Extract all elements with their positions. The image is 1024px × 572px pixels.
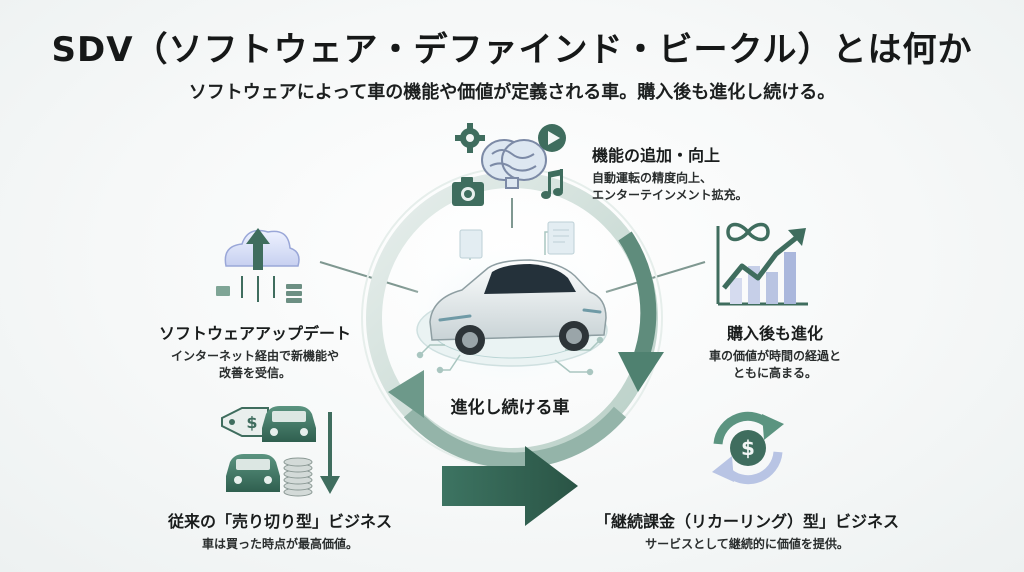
model-old-heading: 従来の「売り切り型」ビジネス: [167, 512, 392, 531]
car-icon-upper: [262, 406, 316, 442]
music-icon: [541, 169, 563, 199]
model-new-desc: サービスとして継続的に価値を提供。: [645, 537, 849, 551]
model-new-heading: 「継続課金（リカーリング）型」ビジネス: [594, 512, 899, 531]
feature-left-heading: ソフトウェアアップデート: [158, 324, 351, 343]
page-subtitle: ソフトウェアによって車の機能や価値が定義される車。購入後も進化し続ける。: [188, 82, 836, 103]
svg-text:$: $: [246, 413, 257, 432]
hologram-panels: [459, 221, 575, 259]
feature-left-desc: インターネット経由で新機能や 改善を受信。: [150, 348, 360, 382]
feature-right: 購入後も進化 車の価値が時間の経過と ともに高まる。: [680, 320, 870, 382]
feature-top-line-2: エンターテインメント拡充。: [592, 188, 748, 202]
feature-right-line-1: 車の価値が時間の経過と: [708, 349, 841, 363]
svg-text:$: $: [741, 436, 755, 460]
feature-right-heading: 購入後も進化: [726, 324, 823, 343]
growth-chart-icon: [716, 226, 808, 306]
feature-top-line-1: 自動運転の精度向上、: [592, 171, 713, 185]
feature-top: 機能の追加・向上 自動運転の精度向上、 エンターテインメント拡充。: [592, 142, 748, 204]
arrow-right-icon: [442, 446, 578, 526]
model-new: 「継続課金（リカーリング）型」ビジネス サービスとして継続的に価値を提供。: [592, 508, 902, 553]
brain-icon: [481, 139, 547, 189]
feature-top-heading: 機能の追加・向上: [592, 146, 721, 165]
price-tag-icon: $: [221, 407, 269, 437]
car-icon-lower: [226, 454, 280, 492]
cloud-upload-icon: [216, 228, 302, 303]
feature-left-line-1: インターネット経由で新機能や: [170, 349, 339, 363]
feature-top-desc: 自動運転の精度向上、 エンターテインメント拡充。: [592, 170, 748, 204]
recurring-dollar-icon: $: [712, 411, 784, 485]
model-old: 従来の「売り切り型」ビジネス 車は買った時点が最高価値。: [150, 508, 410, 553]
infinity-icon: [726, 222, 770, 242]
feature-right-desc: 車の価値が時間の経過と ともに高まる。: [680, 348, 870, 382]
cycle-arrow-left: [388, 370, 424, 418]
cycle-arrow-right: [618, 352, 664, 392]
page-title: SDV（ソフトウェア・デファインド・ビークル）とは何か: [51, 30, 973, 70]
decline-arrow-icon: [320, 412, 340, 494]
car-illustration: [429, 259, 607, 355]
play-icon: [538, 124, 566, 152]
feature-left-line-2: 改善を受信。: [218, 366, 291, 380]
feature-left: ソフトウェアアップデート インターネット経由で新機能や 改善を受信。: [150, 320, 360, 382]
coin-stack-icon: [283, 457, 313, 497]
center-label: 進化し続ける車: [450, 398, 570, 418]
camera-icon: [452, 177, 484, 206]
feature-right-line-2: ともに高まる。: [732, 366, 817, 380]
model-old-desc: 車は買った時点が最高価値。: [201, 537, 358, 551]
gear-icon: [455, 123, 485, 153]
